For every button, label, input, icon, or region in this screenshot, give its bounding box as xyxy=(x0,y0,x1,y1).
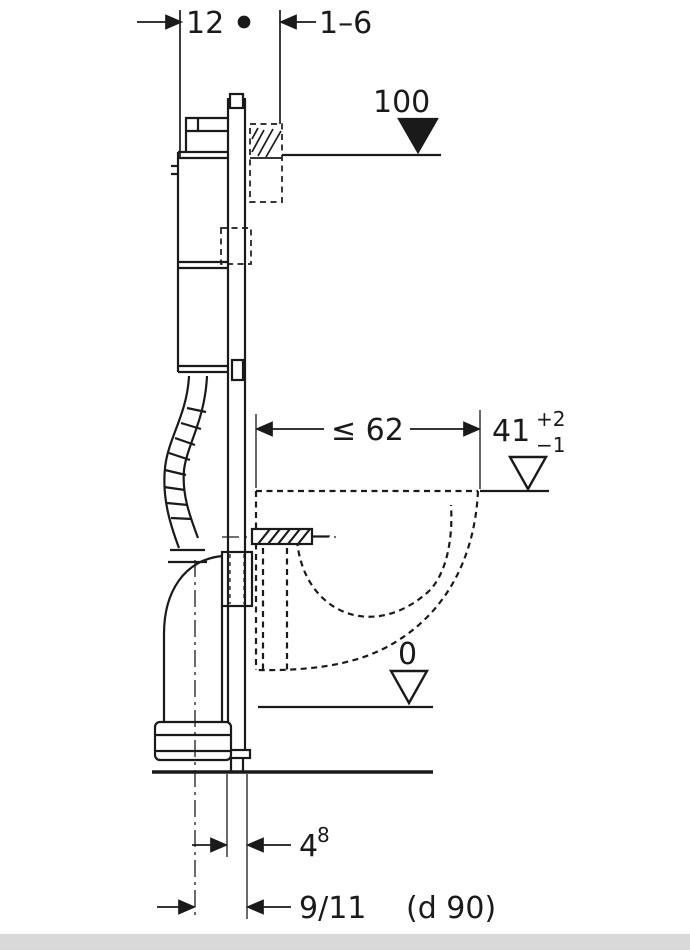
label-drain-diameter: (d 90) xyxy=(406,891,496,926)
dimension-depth: ≤ 62 xyxy=(254,410,482,489)
label-level-floor: 0 xyxy=(398,637,417,672)
level-triangle-filled-icon xyxy=(397,117,439,155)
label-foot-dim: 4 xyxy=(299,829,318,864)
label-depth-max: ≤ 62 xyxy=(331,413,404,448)
flush-bend-pipe xyxy=(163,375,209,564)
dimension-drain-offset: 9/11 (d 90) xyxy=(157,891,496,926)
dimension-plate-distance: 1–6 xyxy=(278,6,372,124)
pipe-coupling xyxy=(153,720,233,762)
dimension-foot: 4 8 xyxy=(192,774,330,919)
centerlines xyxy=(194,536,336,919)
cistern xyxy=(171,116,252,374)
level-marker-floor: 0 xyxy=(258,637,433,709)
actuator-plate xyxy=(249,123,283,203)
arrowhead-left-icon xyxy=(245,837,264,853)
wc-pan-outline xyxy=(254,489,480,672)
service-window xyxy=(220,227,252,265)
reference-dot xyxy=(237,15,251,29)
arrowhead-left-icon xyxy=(254,421,273,437)
rail-bracket xyxy=(230,358,245,382)
label-top-offset: 12 xyxy=(186,6,224,41)
arrowhead-right-icon xyxy=(463,421,482,437)
bottom-bar xyxy=(0,934,690,950)
arrowhead-left-icon xyxy=(245,899,264,915)
arrowhead-left-icon xyxy=(278,14,297,30)
label-foot-dim-sup: 8 xyxy=(317,823,330,847)
arrowhead-right-icon xyxy=(165,14,184,30)
label-rim-tol-plus: +2 xyxy=(536,407,565,431)
drain-elbow xyxy=(153,550,254,762)
dimension-rim-height: 41 +2 −1 xyxy=(480,407,565,493)
arrowhead-right-icon xyxy=(210,837,229,853)
label-plate-distance: 1–6 xyxy=(319,6,372,41)
dimension-top-offset: 12 xyxy=(137,6,251,158)
label-drain-dim: 9/11 xyxy=(299,891,366,926)
level-triangle-open-icon xyxy=(507,455,549,492)
rail-top-cap xyxy=(228,92,245,110)
arrowhead-right-icon xyxy=(178,899,197,915)
level-marker-top: 100 xyxy=(282,85,441,157)
label-level-top: 100 xyxy=(373,85,430,120)
label-rim-height: 41 xyxy=(492,414,530,449)
frame-rail xyxy=(222,92,252,771)
label-rim-tol-minus: −1 xyxy=(536,433,565,457)
level-triangle-open-icon xyxy=(388,669,430,706)
mounting-rod xyxy=(250,527,330,546)
